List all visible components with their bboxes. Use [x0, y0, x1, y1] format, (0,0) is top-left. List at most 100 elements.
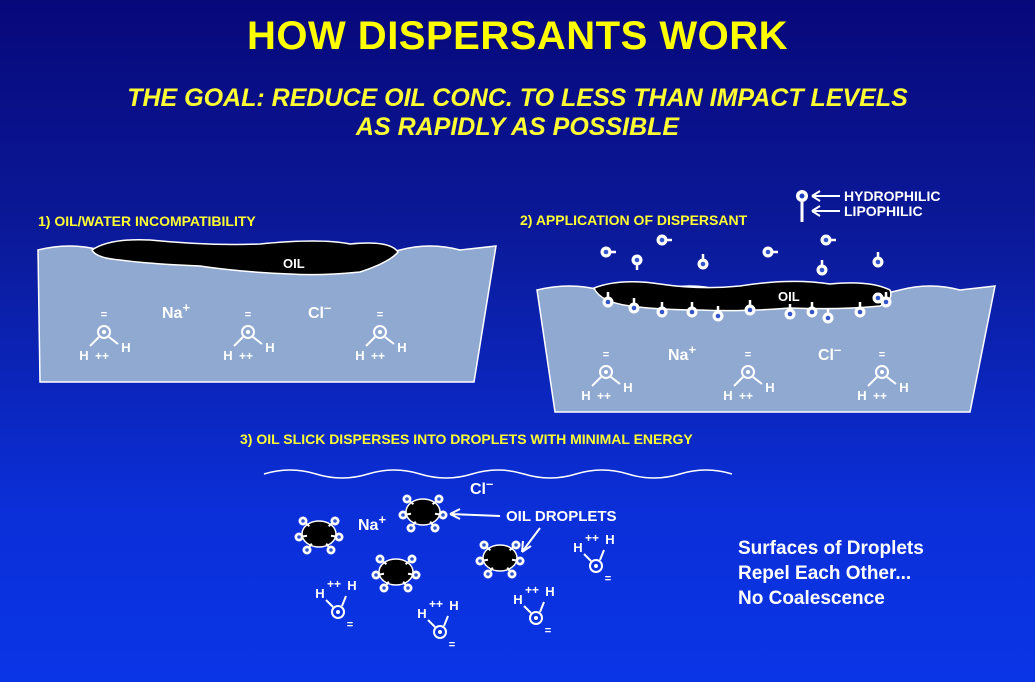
dispersant-molecule-icon [697, 254, 709, 270]
dispersant-legend: HYDROPHILIC LIPOPHILIC [796, 188, 940, 222]
chloride-ion-1: Cl– [308, 300, 331, 322]
dispersant-molecule-icon [602, 292, 614, 308]
oxygen-charge: = [347, 619, 353, 631]
water-molecule-icon: =HH++ [417, 597, 458, 651]
oxygen-charge: = [879, 349, 885, 361]
dispersant-molecule-icon [656, 302, 668, 318]
water-molecule-icon: = H H ++ [223, 309, 274, 363]
oxygen-charge: = [605, 573, 611, 585]
hydrogen-atom: H [121, 340, 130, 355]
sodium-ion-1: Na+ [162, 300, 190, 322]
dispersant-molecule-icon [628, 298, 640, 314]
sodium-ion-2: Na+ [668, 342, 696, 364]
hydrogen-charge: ++ [525, 583, 539, 597]
hydrogen-charge: ++ [739, 389, 753, 403]
subtitle-line-2: AS RAPIDLY AS POSSIBLE [355, 113, 680, 141]
water-molecule-icon: = H H ++ [355, 309, 406, 363]
hydrogen-atom: H [315, 586, 324, 601]
oxygen-charge: = [745, 349, 751, 361]
water-molecule-icon: =HH++ [573, 531, 614, 585]
hydrogen-atom: H [513, 592, 522, 607]
dispersant-molecule-icon [631, 254, 643, 270]
legend-hydrophilic-label: HYDROPHILIC [844, 188, 940, 204]
chloride-ion-3: Cl– [470, 476, 493, 498]
hydrogen-charge: ++ [429, 597, 443, 611]
hydrogen-atom: H [417, 606, 426, 621]
dispersant-molecule-icon [600, 246, 616, 258]
oxygen-charge: = [377, 309, 383, 321]
dispersant-molecule-icon [816, 260, 828, 276]
dispersant-molecule-icon [656, 234, 672, 246]
water-molecule-icon: = H H ++ [723, 349, 774, 403]
oxygen-charge: = [603, 349, 609, 361]
oxygen-charge: = [101, 309, 107, 321]
oil-droplet [475, 540, 525, 579]
hydrogen-atom: H [899, 380, 908, 395]
arrow-down-icon [521, 527, 541, 553]
hydrogen-atom: H [623, 380, 632, 395]
note-line-1: Surfaces of Droplets [738, 538, 924, 559]
hydrogen-atom: H [723, 388, 732, 403]
water-molecule-icon: = H H ++ [857, 349, 908, 403]
hydrogen-charge: ++ [239, 349, 253, 363]
hydrogen-atom: H [449, 598, 458, 613]
oil-slick-1 [91, 238, 399, 276]
legend-lipophilic-label: LIPOPHILIC [844, 203, 923, 219]
hydrogen-atom: H [347, 578, 356, 593]
oil-droplet [371, 554, 421, 593]
dispersant-molecule-icon [762, 246, 778, 258]
dispersant-molecule-icon [820, 234, 836, 246]
hydrogen-charge: ++ [873, 389, 887, 403]
arrow-left-icon [811, 190, 840, 202]
hydrogen-atom: H [857, 388, 866, 403]
hydrogen-atom: H [265, 340, 274, 355]
oil-droplet [294, 516, 344, 555]
hydrogen-charge: ++ [597, 389, 611, 403]
hydrogen-atom: H [573, 540, 582, 555]
hydrogen-atom: H [355, 348, 364, 363]
hydrogen-charge: ++ [95, 349, 109, 363]
dispersant-molecule-icon [806, 302, 818, 318]
oil-label-1: OIL [283, 256, 305, 271]
water-molecule-icon: =HH++ [513, 583, 554, 637]
water-molecule-icon: = H H ++ [581, 349, 632, 403]
note-line-3: No Coalescence [738, 588, 885, 609]
oil-label-2: OIL [778, 289, 800, 304]
hydrogen-atom: H [545, 584, 554, 599]
chloride-ion-2: Cl– [818, 342, 841, 364]
hydrogen-charge: ++ [327, 577, 341, 591]
hydrogen-atom: H [605, 532, 614, 547]
dispersant-molecule-icon [872, 292, 888, 304]
dispersant-molecule-icon [686, 302, 698, 318]
hydrogen-atom: H [397, 340, 406, 355]
water-molecule-icon: = H H ++ [79, 309, 130, 363]
hydrogen-charge: ++ [371, 349, 385, 363]
hydrogen-charge: ++ [585, 531, 599, 545]
dispersant-molecule-icon [822, 308, 834, 324]
dispersant-molecule-icon [712, 306, 724, 322]
step-3-label: 3) OIL SLICK DISPERSES INTO DROPLETS WIT… [240, 431, 693, 447]
dispersant-molecule-icon [872, 252, 884, 268]
sodium-ion-3: Na+ [358, 512, 386, 534]
subtitle-line-1: THE GOAL: REDUCE OIL CONC. TO LESS THAN … [127, 84, 908, 112]
oxygen-charge: = [449, 639, 455, 651]
note-line-2: Repel Each Other... [738, 563, 912, 584]
oil-droplets-label: OIL DROPLETS [506, 508, 617, 525]
oxygen-charge: = [245, 309, 251, 321]
arrow-left-icon [811, 205, 840, 217]
dispersant-molecule-icon [784, 304, 796, 320]
arrow-left-icon [449, 508, 501, 520]
water-surface-3 [263, 469, 733, 479]
hydrogen-atom: H [581, 388, 590, 403]
oil-droplet [398, 494, 448, 533]
page-title: HOW DISPERSANTS WORK [246, 14, 789, 58]
dispersant-molecule-icon [854, 302, 866, 318]
hydrogen-atom: H [765, 380, 774, 395]
water-molecule-icon: =HH++ [315, 577, 356, 631]
hydrogen-atom: H [223, 348, 232, 363]
dispersant-molecule-icon [744, 300, 756, 316]
hydrogen-atom: H [79, 348, 88, 363]
step-1-label: 1) OIL/WATER INCOMPATIBILITY [38, 213, 256, 229]
step-2-label: 2) APPLICATION OF DISPERSANT [520, 212, 748, 228]
